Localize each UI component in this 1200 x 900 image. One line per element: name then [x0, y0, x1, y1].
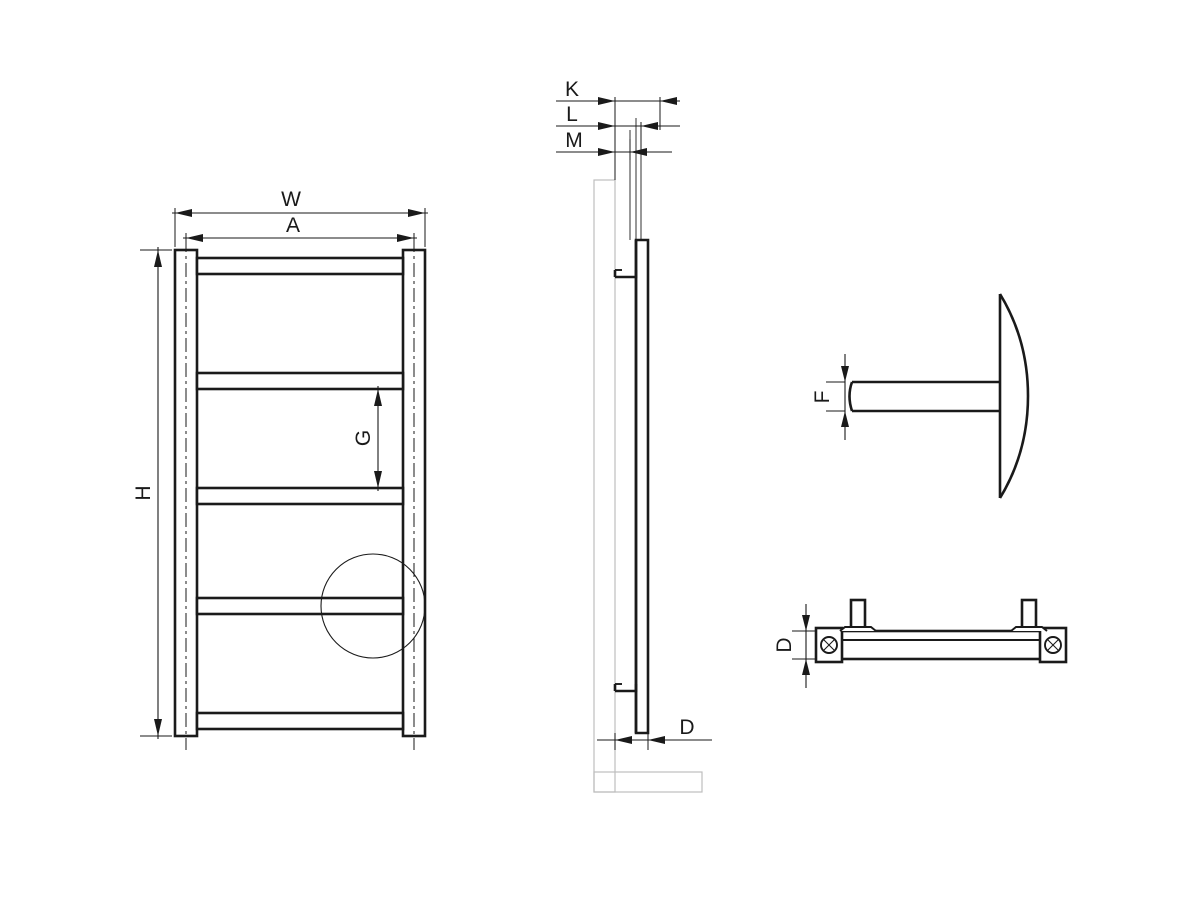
side-rail-body — [634, 238, 650, 735]
plan-left-standoff — [839, 598, 877, 632]
front-view: W A H G — [132, 188, 428, 750]
plan-left-end-plate — [814, 626, 844, 664]
detail-circle — [320, 553, 426, 659]
dimension-label-W: W — [281, 188, 301, 211]
dimension-W: W — [172, 188, 428, 247]
rung-1 — [195, 256, 405, 276]
dimension-label-G: G — [352, 430, 375, 446]
plan-right-end-plate — [1038, 626, 1068, 664]
front-right-vertical-rail — [401, 238, 427, 750]
dimension-H: H — [132, 247, 172, 739]
floor-section — [593, 771, 703, 793]
bracket-detail: F — [811, 293, 1030, 499]
bracket-arm — [848, 380, 1000, 413]
dimension-label-D-plan: D — [773, 637, 796, 652]
dimension-label-H: H — [132, 485, 155, 500]
dimension-label-A: A — [286, 214, 300, 237]
rung-4 — [195, 596, 405, 616]
dimension-D-plan: D — [773, 604, 816, 688]
bracket-wall-plate — [998, 293, 1030, 499]
dimension-M: M — [556, 129, 672, 180]
rung-5 — [195, 711, 405, 731]
plan-detail: D — [773, 598, 1068, 688]
rung-3 — [195, 486, 405, 506]
dimension-label-M: M — [565, 129, 583, 152]
rung-2 — [195, 371, 405, 391]
plan-right-standoff — [1010, 598, 1048, 632]
dimension-G: G — [352, 386, 403, 491]
front-left-vertical-rail — [173, 238, 199, 750]
dimension-A: A — [183, 214, 417, 247]
dimension-label-K: K — [565, 78, 579, 101]
side-view: K L M D — [556, 78, 712, 793]
dimension-F: F — [811, 354, 849, 440]
lower-wall-bracket — [613, 683, 638, 693]
dimension-label-F: F — [811, 391, 834, 404]
front-horizontal-rungs — [195, 256, 405, 731]
upper-wall-bracket — [613, 269, 638, 279]
plan-bar — [820, 629, 1062, 661]
dimension-label-L: L — [566, 103, 578, 126]
dimension-D-side: D — [597, 716, 712, 750]
dimension-label-D-side: D — [679, 716, 694, 739]
